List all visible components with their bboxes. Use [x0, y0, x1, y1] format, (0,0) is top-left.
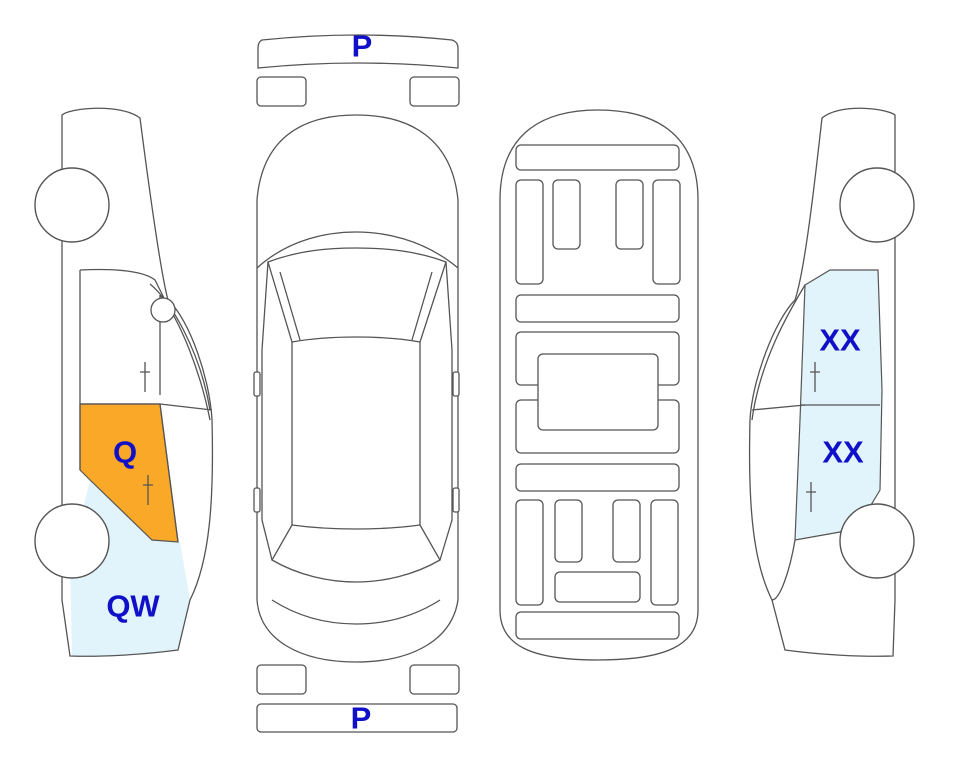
left-mirror	[150, 297, 176, 323]
underside-outline	[499, 109, 699, 661]
right-front-door-label: XX	[822, 435, 864, 470]
top-windshield-inner	[279, 271, 433, 341]
front-bumper-mark	[257, 34, 459, 69]
handle-right	[452, 487, 460, 513]
top-windshield	[267, 247, 447, 343]
top-trunk-line	[271, 599, 441, 625]
left-body-outline	[61, 107, 214, 657]
top-body-outline	[256, 114, 459, 663]
top-roof	[291, 342, 421, 525]
right-body-outline	[748, 107, 896, 657]
rear-light-left	[256, 664, 307, 695]
top-side-right	[439, 261, 453, 561]
rear-bumper-label: P	[351, 701, 372, 736]
bumper-front[interactable]: P	[257, 29, 459, 69]
top-rear-window	[271, 524, 441, 583]
car-top-view	[253, 114, 460, 663]
left-front-wheel	[34, 167, 110, 243]
left-front-fender-label: QW	[106, 589, 160, 624]
right-front-wheel	[839, 167, 915, 243]
front-bumper-label: P	[352, 29, 373, 64]
car-right-side-view	[748, 107, 915, 657]
front-light-left	[256, 76, 307, 107]
car-left-side-view	[34, 107, 214, 657]
right-rear-wheel	[839, 503, 915, 579]
mirror-left	[253, 371, 261, 397]
car-underside-view	[499, 109, 699, 661]
left-front-door-label: Q	[113, 435, 137, 470]
left-rear-wheel	[34, 503, 110, 579]
handle-left	[253, 487, 261, 513]
top-hood-line	[256, 231, 459, 269]
mirror-right	[452, 371, 460, 397]
right-rear-door-label: XX	[819, 323, 861, 358]
rear-light-right	[409, 664, 460, 695]
bumper-rear[interactable]: P	[256, 701, 458, 736]
front-light-right	[409, 76, 460, 107]
top-side-left	[261, 261, 273, 561]
rear-bumper-mark	[256, 703, 458, 733]
